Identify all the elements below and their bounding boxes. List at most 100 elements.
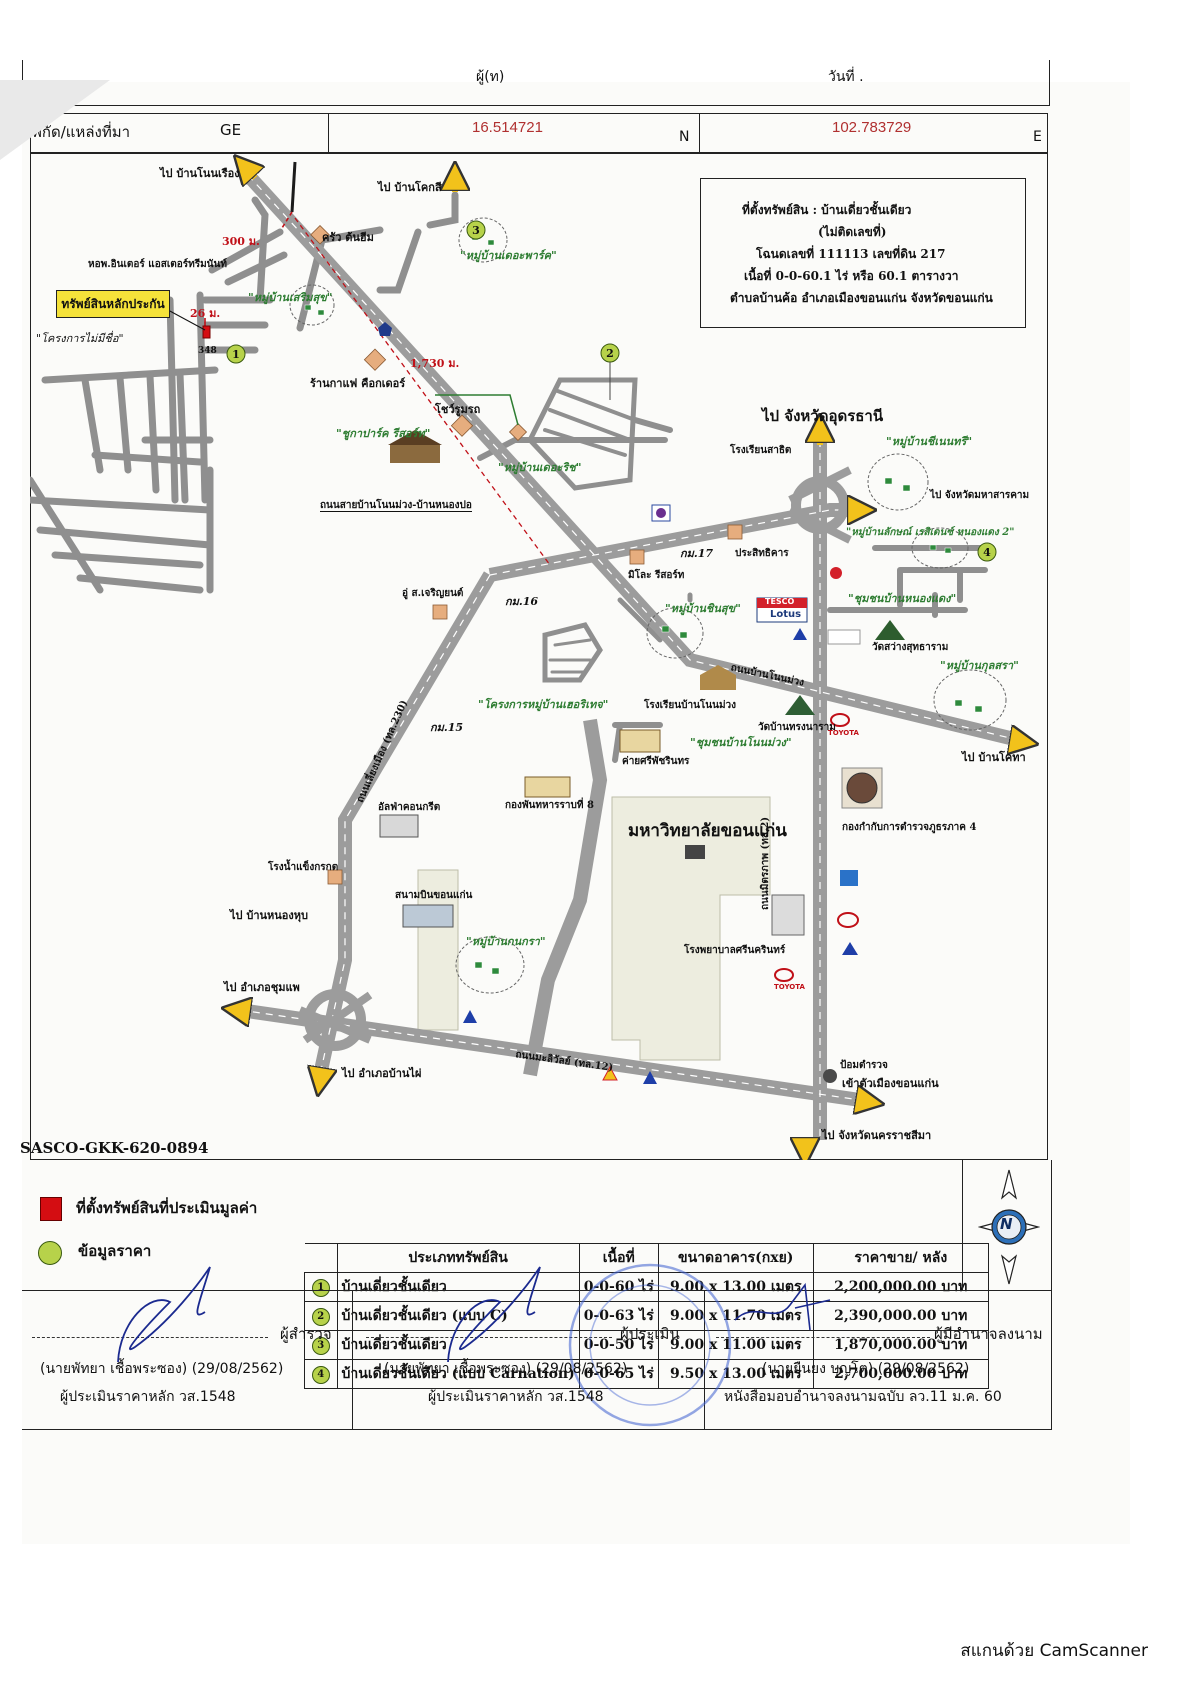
label-to-chum-phae: ไป อำเภอชุมแพ [224, 981, 300, 994]
compass-rose-icon [978, 1169, 1040, 1285]
svg-text:4: 4 [983, 546, 991, 559]
label-to-city: เข้าตัวเมืองขอนแก่น [842, 1077, 939, 1090]
signer-2-name: (นายพัทยา เชื้อพระซอง) (29/08/2562) [384, 1361, 628, 1377]
label-regiment: กองพันทหารราบที่ 8 [505, 800, 594, 811]
price-marker-numbers: 1 2 3 4 [232, 224, 991, 559]
map-icons [378, 322, 905, 1084]
svg-text:3: 3 [472, 224, 480, 237]
label-dorm: หอพ.อินเตอร์ แอสเตอร์ทรีมนันท์ [88, 259, 227, 270]
lot-348: 348 [198, 346, 217, 356]
label-community-non-muang: "ชุมชนบ้านโนนม่วง" [690, 736, 792, 749]
table-row: 4 บ้านเดี่ยวชั้นเดียว (แบบ Carnation) 0-… [304, 1359, 989, 1389]
row-type: บ้านเดี่ยวชั้นเดียว [336, 1272, 580, 1302]
distance-300m: 300 ม. [222, 235, 260, 248]
table-row: 3 บ้านเดี่ยวชั้นเดียว 0-0-50 ไร่ 9.00 x … [304, 1330, 989, 1360]
info-line-1: ที่ตั้งทรัพย์สิน : บ้านเดี่ยวชั้นเดียว [742, 203, 912, 217]
handwritten-signature-1 [117, 1266, 211, 1363]
row-number-badge: 1 [311, 1278, 330, 1297]
main-roads [238, 170, 1020, 1140]
longitude-value: 102.783729 [832, 119, 912, 136]
label-prasitikan: ประสิทธิคาร [735, 548, 789, 559]
lat-cell [328, 113, 700, 153]
label-temple-non-muang: วัดบ้านทรงนาราม [758, 722, 836, 733]
label-mu-ban-the-park: "หมู่บ้านเดอะพาร์ค" [460, 249, 557, 262]
compass-box [962, 1160, 1051, 1290]
report-code: SASCO-GKK-620-0894 [20, 1139, 209, 1157]
svg-text:2: 2 [606, 347, 614, 360]
label-hospital: โรงพยาบาลศรีนครินทร์ [684, 945, 786, 956]
signer-1-role: ผู้สำรวจ [280, 1325, 332, 1343]
table-row: 1 บ้านเดี่ยวชั้นเดียว 0-0-60 ไร่ 9.00 x … [304, 1272, 989, 1302]
latitude-value: 16.514721 [472, 119, 543, 136]
distance-26m: 26 ม. [190, 307, 221, 320]
info-line-5: ตำบลบ้านค้อ อำเภอเมืองขอนแก่น จังหวัดขอน… [730, 291, 993, 305]
label-to-ban-khok-si: ไป บ้านโคกสี [378, 181, 442, 194]
table-row: 2 บ้านเดี่ยวชั้นเดียว (แบบ C) 0-0-63 ไร่… [304, 1301, 989, 1331]
row-price: 2,700,000.00 บาท [812, 1359, 989, 1389]
label-to-maha-sarakham: ไป จังหวัดมหาสารคาม [930, 490, 1030, 501]
label-police-box: ป้อมตำรวจ [840, 1060, 888, 1071]
label-road-mittraphap: ถนนมิตรภาพ (ทล.2) [760, 816, 771, 910]
info-line-2: (ไม่ติดเลขที่) [818, 225, 887, 239]
label-cafe: ร้านกาแฟ คือกเดอร์ [310, 377, 406, 390]
label-km15: กม.15 [430, 721, 464, 734]
header-price: ราคาขาย/ หลัง [812, 1243, 989, 1273]
row-type: บ้านเดี่ยวชั้นเดียว (แบบ Carnation) [336, 1359, 580, 1389]
source-value: GE [220, 121, 242, 139]
signature-divider-1 [352, 1290, 353, 1430]
collateral-label: ทรัพย์สินหลักประกัน [56, 290, 170, 318]
signer-3-title: หนังสือมอบอำนาจลงนามฉบับ ลว.11 ม.ค. 60 [724, 1389, 1002, 1405]
header-size: ขนาดอาคาร(กxย) [657, 1243, 814, 1273]
label-to-udon: ไป จังหวัดอุดรธานี [762, 407, 884, 425]
company-seal-stamp [568, 1263, 732, 1427]
row-number-badge: 2 [311, 1307, 330, 1326]
label-mu-ban-chiang-tree: "หมู่บ้านชีเนนทรี" [886, 435, 973, 448]
label-mu-ban-kulsara: "หมู่บ้านกุลสรา" [940, 659, 1019, 672]
landmark-squares [310, 224, 743, 885]
direction-arrows [236, 166, 1024, 1152]
signer-2-role: ผู้ประเมิน [620, 1325, 680, 1343]
price-table: ประเภททรัพย์สิน เนื้อที่ ขนาดอาคาร(กxย) … [304, 1243, 989, 1389]
label-police: กองกำกับการตำรวจภูธรภาค 4 [842, 822, 977, 833]
label-mu-ban-the-rich: "หมู่บ้านเดอะริช" [498, 461, 582, 474]
signature-line-1 [32, 1337, 268, 1338]
label-to-ban-khotha: ไป บ้านโคทา [962, 751, 1026, 764]
latitude-dir: N [679, 129, 690, 145]
label-community-nong-daeng: "ชุมชนบ้านหนองแดง" [848, 592, 957, 605]
header-top-right: วันที่ . [828, 69, 864, 85]
subject-location-marker [202, 325, 211, 339]
table-header-row: ประเภททรัพย์สิน เนื้อที่ ขนาดอาคาร(กxย) … [304, 1243, 989, 1273]
legend-red-label: ที่ตั้งทรัพย์สินที่ประเมินมูลค่า [76, 1199, 258, 1217]
label-road-non-muang: ถนนสายบ้านโนนม่วง-บ้านหนองปอ [320, 500, 472, 512]
price-markers [226, 220, 997, 562]
header-area: เนื้อที่ [578, 1243, 659, 1273]
label-concrete: อัลฟ่าคอนกรีต [378, 802, 441, 813]
signer-1-name: (นายพัทยา เชื้อพระซอง) (29/08/2562) [40, 1361, 284, 1377]
row-area: 0-0-63 ไร่ [578, 1301, 659, 1331]
label-school-non-muang: โรงเรียนบ้านโนนม่วง [644, 700, 737, 711]
svg-text:1: 1 [232, 348, 240, 361]
row-size: 9.00 x 11.00 เมตร [657, 1330, 814, 1360]
label-kku: มหาวิทยาลัยขอนแก่น [628, 821, 787, 841]
label-to-ban-non-rueang: ไป บ้านโนนเรือง [160, 167, 240, 180]
signature-line-3 [716, 1337, 930, 1338]
signature-line-2 [366, 1337, 612, 1338]
info-line-3: โฉนดเลขที่ 111113 เลขที่ดิน 217 [756, 247, 946, 261]
label-ice: โรงน้ำแข็งกรกต [268, 862, 339, 873]
label-school-pibul: โรงเรียนสาธิต [730, 445, 792, 456]
row-price: 2,200,000.00 บาท [812, 1272, 989, 1302]
signature-divider-2 [704, 1290, 705, 1430]
map-frame [30, 153, 1048, 1160]
row-area: 0-0-50 ไร่ [578, 1330, 659, 1360]
row-type: บ้านเดี่ยวชั้นเดียว [336, 1330, 580, 1360]
label-chalet: "ชูกาปาร์ค รีสอร์ท" [336, 427, 431, 440]
label-showroom: โชว์รูมรถ [435, 403, 481, 416]
legend-green-swatch [38, 1241, 62, 1265]
label-airport: สนามบินขอนแก่น [395, 890, 473, 901]
header-top-left: ผู้(ท) [476, 69, 505, 85]
compass-letter: N [1000, 1215, 1013, 1233]
label-toyota-2: TOYOTA [774, 983, 805, 991]
location-map: 1 2 3 4 [30, 153, 1048, 1160]
label-mu-ban-roemsuk: "หมู่บ้านเสริมสุข" [248, 291, 333, 304]
handwritten-signature-3 [734, 1282, 831, 1331]
